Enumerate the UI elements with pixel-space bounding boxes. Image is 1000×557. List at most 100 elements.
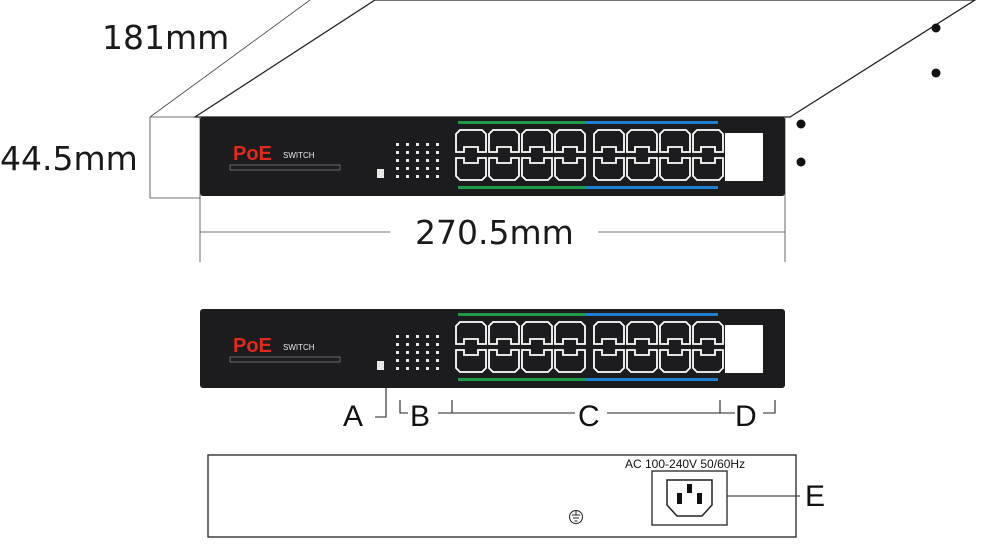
uplink-sfp-slot bbox=[725, 125, 763, 189]
rj45-port-icon bbox=[488, 129, 520, 153]
rj45-port-icon bbox=[521, 157, 553, 181]
status-led bbox=[426, 335, 429, 338]
rj45-port-icon bbox=[593, 129, 625, 153]
rj45-port-icon bbox=[626, 321, 658, 345]
status-led bbox=[416, 367, 419, 370]
front-panel-middle: PoE SWITCH bbox=[200, 309, 785, 388]
blue-port-band-bottom bbox=[586, 186, 718, 189]
reset-button bbox=[377, 361, 384, 370]
status-led bbox=[406, 143, 409, 146]
switch-top-surface bbox=[192, 0, 977, 118]
uplink-label-strip bbox=[725, 317, 763, 325]
callout-b: B bbox=[410, 400, 430, 433]
width-label: 270.5mm bbox=[415, 213, 574, 252]
status-led bbox=[396, 367, 399, 370]
status-led bbox=[396, 143, 399, 146]
rj45-port-icon bbox=[692, 321, 724, 345]
rj45-port-icon bbox=[593, 349, 625, 373]
rj45-port-icon bbox=[659, 349, 691, 373]
rj45-port-icon bbox=[659, 129, 691, 153]
rack-hole-dot bbox=[796, 157, 806, 167]
status-led bbox=[426, 343, 429, 346]
status-led bbox=[396, 175, 399, 178]
callout-e: E bbox=[805, 480, 825, 513]
callout-c: C bbox=[578, 400, 600, 433]
rj45-port-icon bbox=[554, 129, 586, 153]
status-led bbox=[406, 335, 409, 338]
status-led bbox=[436, 359, 439, 362]
status-led bbox=[406, 175, 409, 178]
rj45-port-icon bbox=[521, 129, 553, 153]
rj45-port-icon bbox=[554, 157, 586, 181]
uplink-label-strip bbox=[725, 125, 763, 133]
rack-hole-dot bbox=[931, 23, 941, 33]
callout-d-bracket-left bbox=[719, 400, 735, 414]
green-port-band bbox=[458, 313, 586, 316]
rj45-port-icon bbox=[692, 157, 724, 181]
status-led bbox=[416, 175, 419, 178]
rj45-port-icon bbox=[488, 349, 520, 373]
rj45-port-icon bbox=[626, 157, 658, 181]
status-led bbox=[436, 351, 439, 354]
status-led bbox=[426, 367, 429, 370]
status-led bbox=[436, 143, 439, 146]
status-led bbox=[396, 343, 399, 346]
blue-port-band bbox=[586, 313, 718, 316]
iec-power-inlet-icon bbox=[651, 470, 728, 526]
green-port-band-bottom bbox=[458, 378, 586, 381]
status-led bbox=[426, 151, 429, 154]
rj45-port-icon bbox=[593, 321, 625, 345]
status-led bbox=[436, 175, 439, 178]
status-led bbox=[436, 151, 439, 154]
brand-suffix: SWITCH bbox=[283, 343, 315, 352]
height-label: 44.5mm bbox=[0, 139, 138, 178]
status-led bbox=[396, 167, 399, 170]
status-led bbox=[406, 159, 409, 162]
status-led bbox=[406, 343, 409, 346]
status-led bbox=[426, 175, 429, 178]
callout-a: A bbox=[343, 400, 363, 433]
uplink-label-strip bbox=[725, 373, 763, 381]
callout-d: D bbox=[735, 400, 757, 433]
depth-label: 181mm bbox=[102, 18, 229, 57]
callout-a-bracket bbox=[375, 385, 387, 418]
blue-port-band bbox=[586, 121, 718, 124]
status-led bbox=[396, 159, 399, 162]
status-led bbox=[426, 159, 429, 162]
status-led bbox=[436, 343, 439, 346]
green-port-band-bottom bbox=[458, 186, 586, 189]
middle-unit: PoE SWITCH A B C D bbox=[200, 309, 785, 433]
rj45-port-icon bbox=[626, 349, 658, 373]
rj45-port-icon bbox=[521, 321, 553, 345]
rj45-port-icon bbox=[692, 349, 724, 373]
reset-button bbox=[377, 169, 384, 178]
rj45-port-icon bbox=[659, 157, 691, 181]
status-led bbox=[406, 151, 409, 154]
rack-hole-dot bbox=[796, 119, 806, 129]
brand-logo: PoE bbox=[233, 335, 272, 357]
status-led bbox=[406, 359, 409, 362]
rear-unit: AC 100-240V 50/60Hz E bbox=[207, 454, 825, 538]
status-led bbox=[426, 143, 429, 146]
rj45-port-icon bbox=[554, 321, 586, 345]
status-led bbox=[416, 151, 419, 154]
rj45-port-icon bbox=[455, 349, 487, 373]
power-rating-label: AC 100-240V 50/60Hz bbox=[625, 457, 745, 471]
status-led bbox=[406, 351, 409, 354]
blue-port-band-bottom bbox=[586, 378, 718, 381]
brand-logo: PoE bbox=[233, 143, 272, 165]
rj45-port-icon bbox=[521, 349, 553, 373]
status-led bbox=[416, 143, 419, 146]
status-led bbox=[406, 167, 409, 170]
status-led bbox=[416, 351, 419, 354]
callout-d-bracket-right bbox=[763, 400, 776, 414]
depth-guide-line bbox=[149, 0, 311, 118]
ground-screw-icon bbox=[569, 510, 583, 524]
status-led bbox=[436, 167, 439, 170]
status-led bbox=[416, 159, 419, 162]
rj45-port-icon bbox=[626, 129, 658, 153]
rj45-port-icon bbox=[455, 157, 487, 181]
status-led bbox=[436, 159, 439, 162]
